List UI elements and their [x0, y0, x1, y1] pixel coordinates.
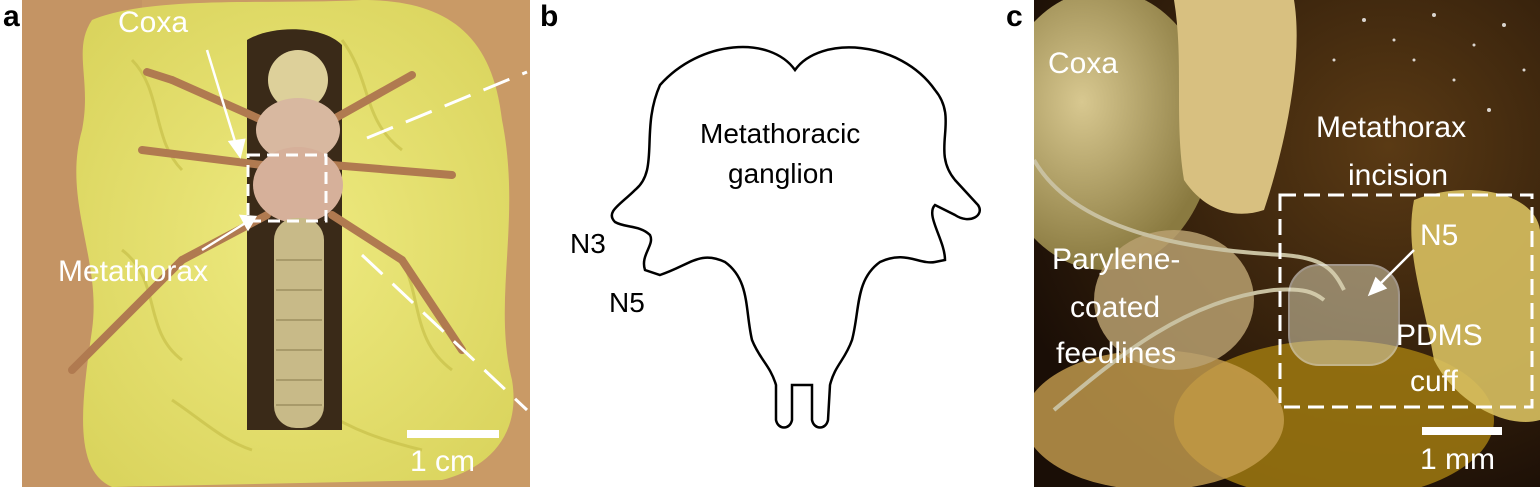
insect-photo-illustration: [22, 0, 530, 487]
cuff-region-box: [1278, 193, 1534, 409]
panel-letter-c: c: [1006, 0, 1023, 33]
label-feedlines-line2: coated: [1070, 291, 1161, 324]
photo-panel-c: [1034, 0, 1540, 487]
ganglion-title-line2: ganglion: [728, 158, 834, 189]
scale-label-a: 1 cm: [410, 445, 476, 478]
microscope-photo-illustration: [1034, 0, 1540, 487]
insect-metathorax: [253, 147, 343, 223]
metathorax-arrow-head: [238, 214, 258, 232]
label-coxa-c: Coxa: [1048, 47, 1119, 80]
metathorax-cuticle: [1174, 0, 1297, 214]
scale-label-c: 1 mm: [1420, 443, 1495, 476]
n5-arrow-head: [1367, 276, 1388, 297]
ganglion-outline: [610, 45, 981, 429]
scale-bar-a: [407, 430, 499, 438]
zoom-line-lower: [360, 253, 529, 412]
label-incision-line1: Metathorax: [1316, 111, 1467, 144]
panel-letter-a: a: [3, 0, 20, 33]
insect-prothorax: [256, 98, 340, 162]
scale-bar-c: [1422, 427, 1502, 435]
label-n5-c: N5: [1420, 219, 1459, 252]
label-feedlines-line1: Parylene-: [1052, 243, 1181, 276]
label-metathorax-a: Metathorax: [58, 255, 209, 288]
panel-letter-b: b: [540, 0, 559, 33]
metathorax-arrow: [201, 220, 248, 252]
coxa-structure: [1034, 0, 1214, 270]
label-incision-line2: incision: [1348, 159, 1449, 192]
coxa-arrow-head: [227, 138, 246, 159]
nerve-label-n5: N5: [609, 287, 645, 318]
label-cuff-line1: PDMS: [1396, 319, 1483, 352]
nerve-label-n3: N3: [570, 228, 606, 259]
metathorax-highlight-box: [246, 153, 328, 223]
coxa-arrow: [205, 49, 239, 149]
label-feedlines-line3: feedlines: [1056, 337, 1177, 370]
ganglion-title-line1: Metathoracic: [700, 118, 861, 149]
n5-arrow: [1378, 249, 1415, 286]
insect-head: [268, 50, 328, 110]
insect-legs: [68, 68, 466, 374]
label-cuff-line2: cuff: [1410, 365, 1458, 398]
label-coxa-a: Coxa: [118, 6, 189, 39]
zoom-line-upper: [366, 70, 528, 140]
insect-abdomen: [274, 218, 324, 428]
photo-panel-a: [22, 0, 530, 487]
